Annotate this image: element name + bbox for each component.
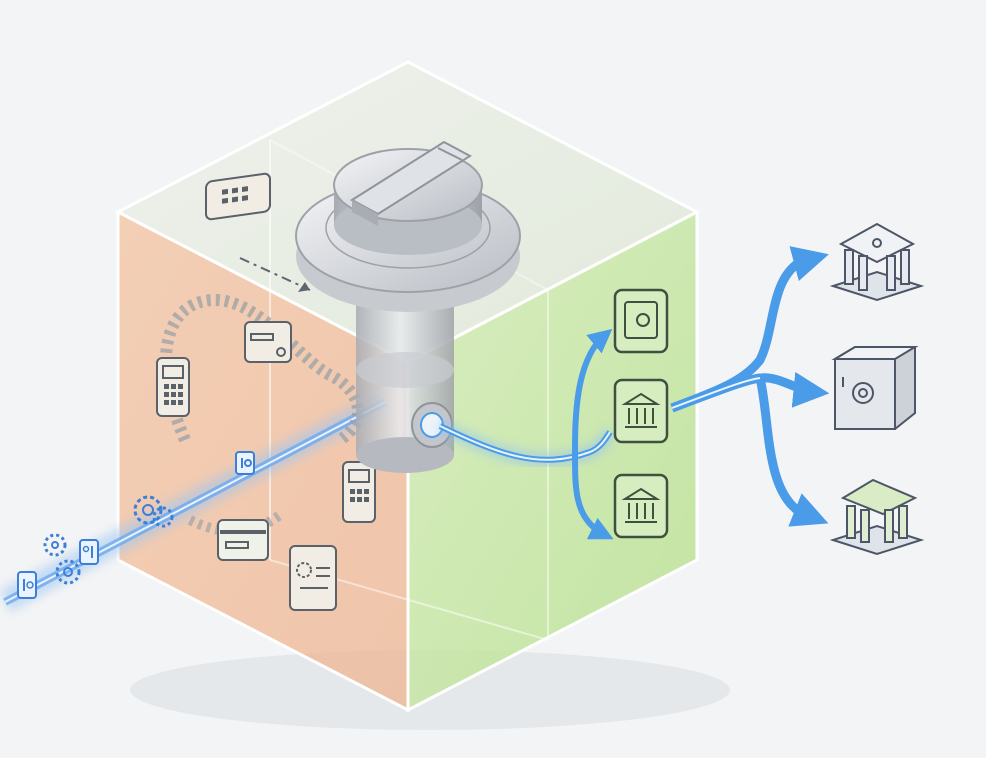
bank-icon [613,378,669,444]
external-routes [670,246,830,527]
top-dashed-arrow-head [298,282,310,292]
bank-building-icon [829,478,925,556]
pos-terminal-icon [342,461,376,523]
settings-window-icon [289,545,337,611]
safe-icon [613,288,669,354]
bank-building-icon [829,222,925,302]
pos-terminal-icon [205,172,271,221]
vault-safe-icon [831,346,919,430]
gear-icon [152,506,174,528]
binary-data-icon [79,539,99,565]
binary-data-icon [235,451,255,475]
card-icon [217,519,269,561]
binary-data-icon [17,571,37,599]
exit-port [411,402,453,448]
internal-route [436,328,616,540]
dashed-flow-ring [160,293,364,445]
top-dashed-arrow [239,257,311,291]
dial-knob [295,140,521,312]
gear-icon [55,559,81,585]
pos-terminal-icon [156,357,190,417]
gear-icon [133,495,163,525]
gear-icon [43,533,67,557]
card-icon [244,321,292,363]
bank-icon [613,473,669,539]
